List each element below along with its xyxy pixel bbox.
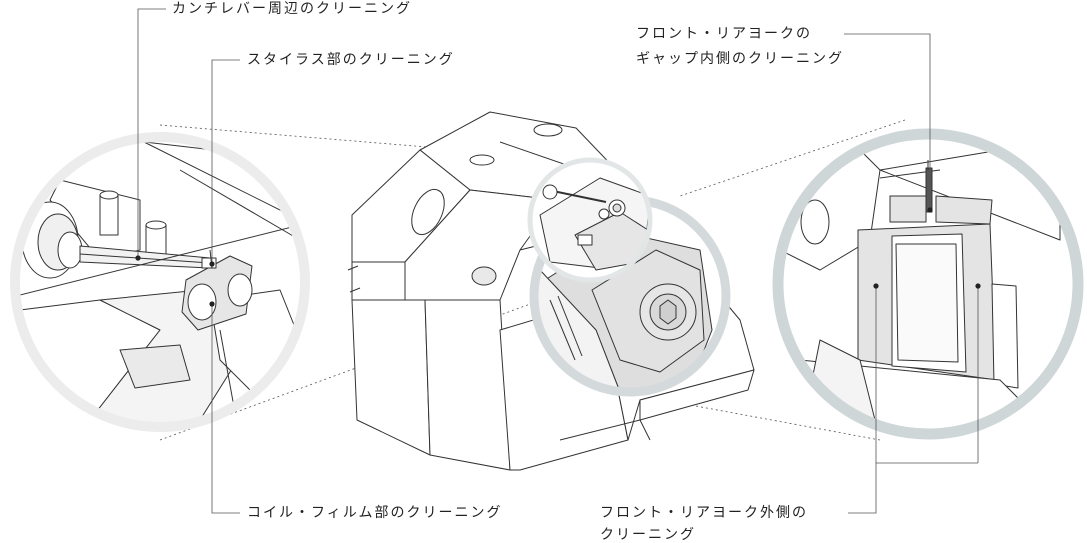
label-stylus-cleaning: スタイラス部のクリーニング bbox=[247, 52, 455, 68]
label-yoke-outer-line2: クリーニング bbox=[600, 527, 696, 543]
center-zoom-small-ring bbox=[527, 157, 653, 283]
right-zoom-ring bbox=[772, 128, 1084, 440]
label-yoke-outer-line1: フロント・リアヨーク外側の bbox=[600, 505, 808, 521]
label-cantilever-cleaning: カンチレバー周辺のクリーニング bbox=[172, 1, 412, 17]
left-zoom-content bbox=[15, 137, 305, 427]
label-yoke-gap-line2: ギャップ内側のクリーニング bbox=[636, 51, 844, 67]
leader-lines bbox=[137, 8, 979, 514]
leader-dots bbox=[135, 207, 981, 307]
left-zoom-ring bbox=[10, 132, 310, 432]
label-coil-film-cleaning: コイル・フィルム部のクリーニング bbox=[247, 505, 503, 521]
label-yoke-gap-line1: フロント・リアヨークの bbox=[636, 26, 812, 42]
center-zoom-upper bbox=[530, 160, 650, 280]
